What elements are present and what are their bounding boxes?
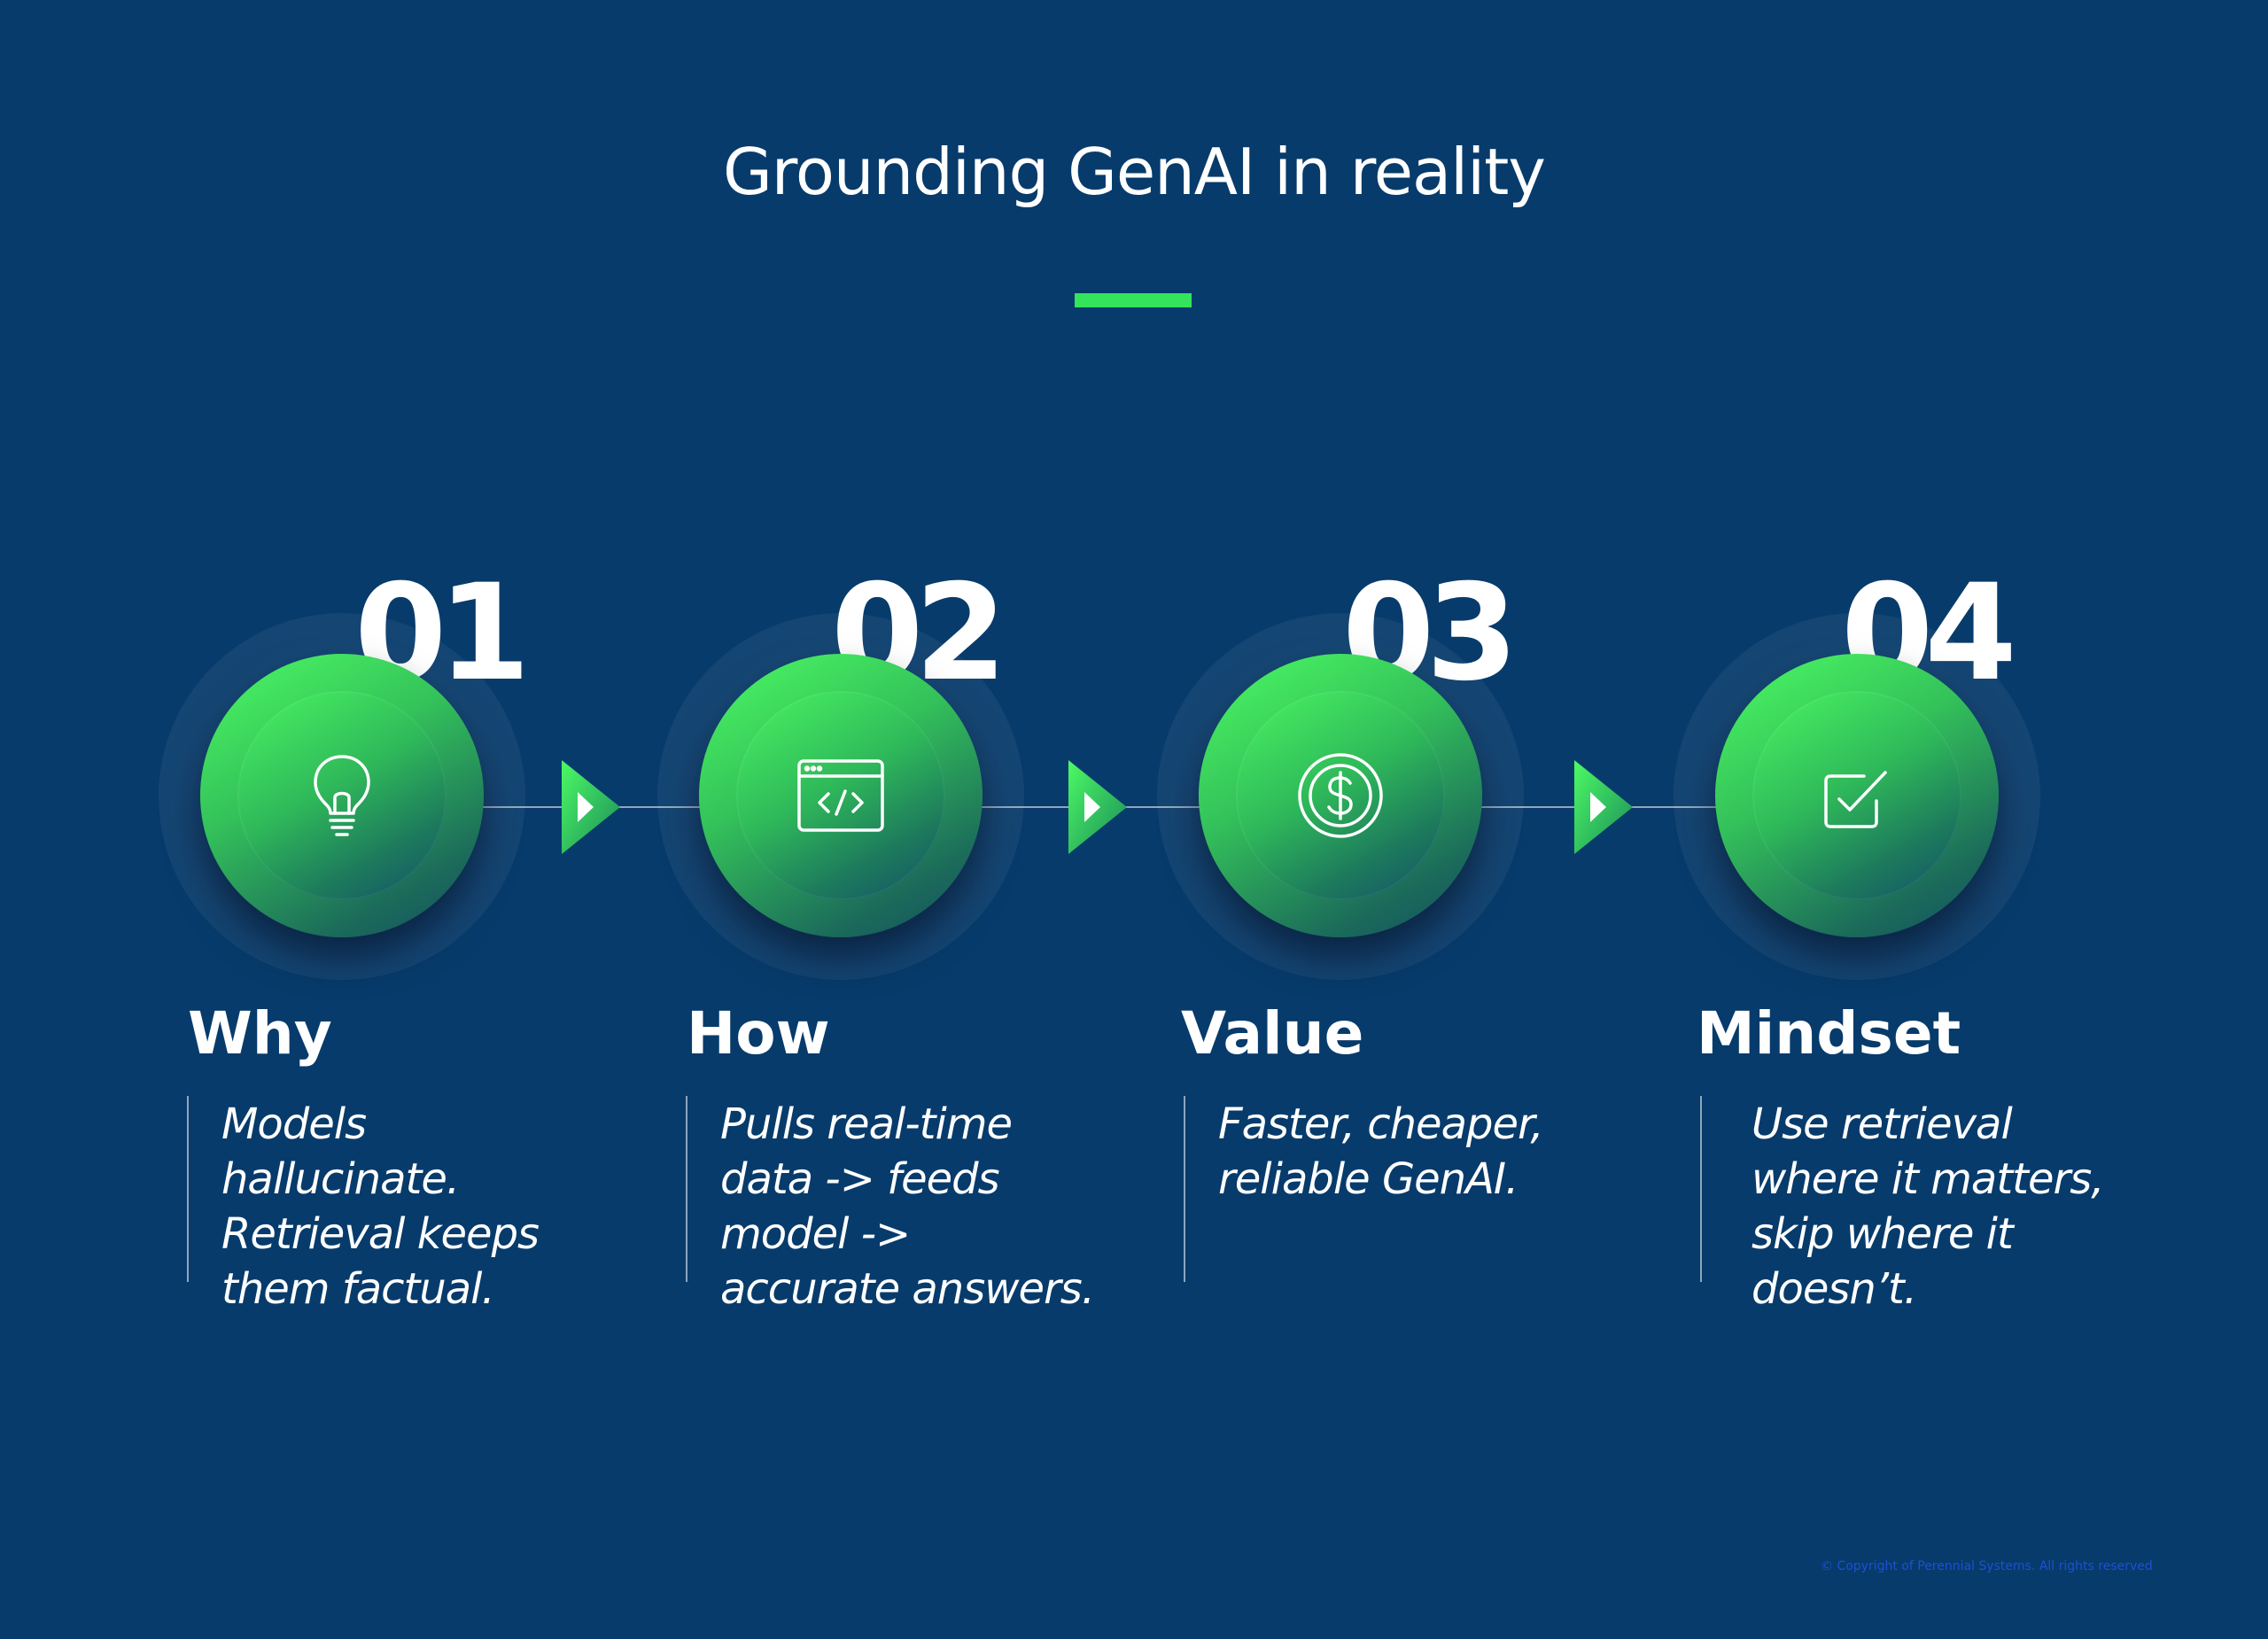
copyright-text: © Copyright of Perennial Systems. All ri… <box>1821 1559 2153 1573</box>
step-inner-disc <box>1752 691 1961 900</box>
page-title: Grounding GenAI in reality <box>723 135 1546 209</box>
arrow-right-icon <box>1574 760 1633 854</box>
arrow-right-icon <box>562 760 620 854</box>
step-heading: Value <box>1181 999 1364 1068</box>
step-heading: Why <box>188 999 332 1068</box>
step-description: Use retrieval where it matters, skip whe… <box>1751 1099 2105 1314</box>
description-divider <box>1184 1096 1185 1282</box>
step-circle <box>200 654 484 937</box>
arrow-right-icon <box>1068 760 1127 854</box>
checkbox-icon <box>1824 771 1887 828</box>
step-inner-disc <box>237 691 447 900</box>
lightbulb-icon <box>314 755 370 836</box>
step-description: Faster, cheaper, reliable GenAI. <box>1218 1099 1544 1204</box>
step-heading: Mindset <box>1697 999 1961 1068</box>
description-divider <box>1700 1096 1702 1282</box>
code-window-icon <box>797 759 884 832</box>
step-heading: How <box>687 999 830 1068</box>
step-circle <box>699 654 983 937</box>
description-divider <box>187 1096 189 1282</box>
description-divider <box>686 1096 687 1282</box>
step-description: Models hallucinate. Retrieval keeps them… <box>221 1099 540 1314</box>
dollar-coin-icon <box>1298 753 1383 838</box>
step-inner-disc <box>736 691 945 900</box>
step-inner-disc <box>1236 691 1445 900</box>
step-circle <box>1715 654 1999 937</box>
step-circle <box>1199 654 1482 937</box>
step-description: Pulls real-time data -> feeds model -> a… <box>720 1099 1095 1314</box>
title-underline <box>1075 293 1192 307</box>
